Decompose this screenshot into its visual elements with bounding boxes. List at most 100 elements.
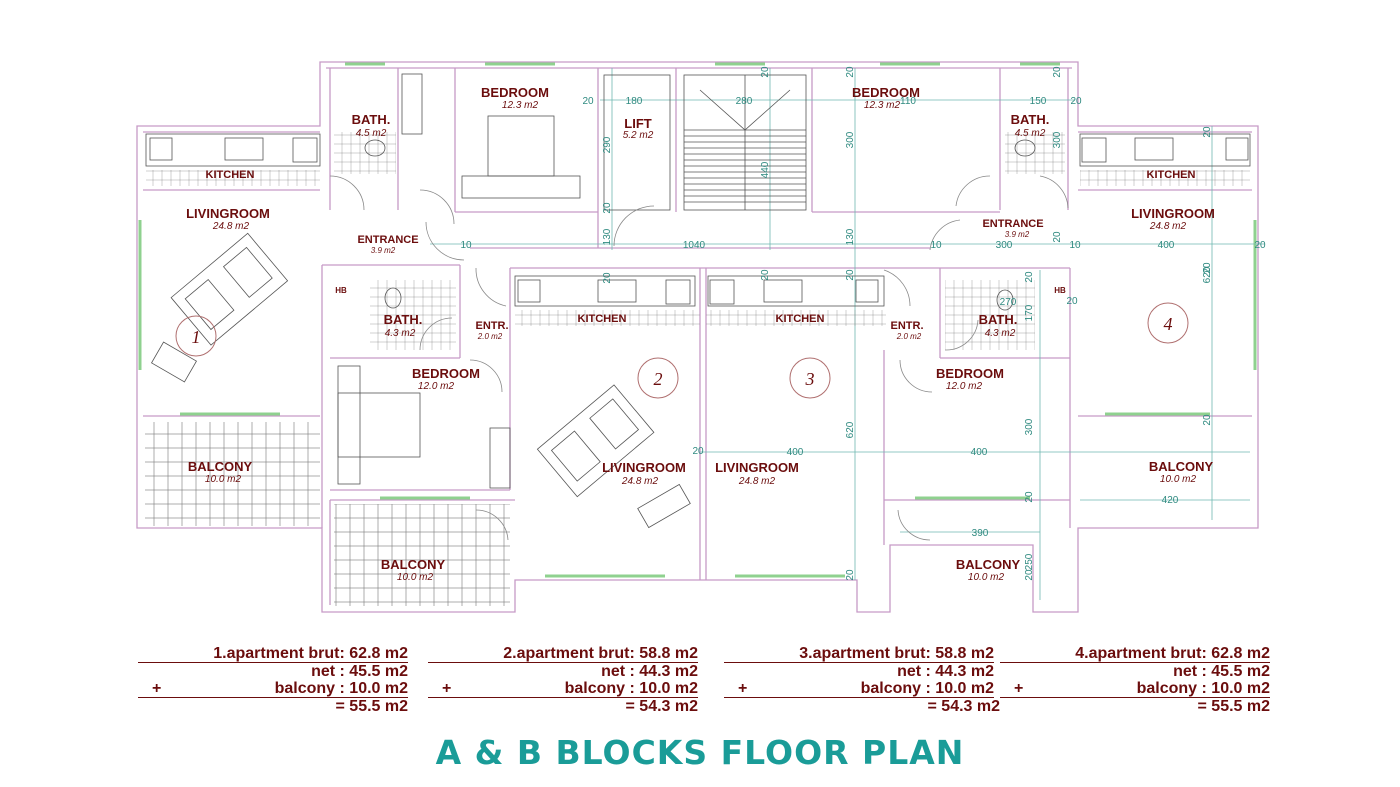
summary-net: net : 44.3 m2 (897, 663, 994, 680)
room-area: 12.3 m2 (502, 100, 539, 111)
summary-total: = 55.5 m2 (1197, 698, 1271, 715)
dimension-label: 20 (845, 66, 856, 78)
dimension-label: 20 (582, 96, 594, 107)
room-area: 12.0 m2 (418, 381, 455, 392)
apartment-number-4: 4 (1164, 314, 1173, 334)
dimension-label: 20 (1066, 296, 1078, 307)
summary-brut: 1.apartment brut: 62.8 m2 (138, 645, 408, 663)
room-name: BATH. (352, 112, 391, 127)
dimension-label: 10 (1069, 240, 1081, 251)
summary-net: net : 45.5 m2 (1173, 663, 1270, 680)
room-name: KITCHEN (776, 313, 825, 325)
room-name: LIVINGROOM (1131, 206, 1215, 221)
room-name: BATH. (384, 312, 423, 327)
dimension-label: 20 (760, 66, 771, 78)
dimension-label: 290 (602, 136, 613, 153)
room-area: 24.8 m2 (1149, 221, 1187, 232)
doors (329, 175, 1069, 541)
dimension-label: 300 (1024, 418, 1035, 435)
dimension-label: 440 (760, 161, 771, 178)
room-name: BALCONY (381, 557, 446, 572)
room-name: ENTR. (476, 320, 509, 332)
room-name: LIVINGROOM (602, 460, 686, 475)
summary-plus: + (442, 680, 452, 697)
apartment-summary-4: 4.apartment brut: 62.8 m2 net : 45.5 m2 … (1000, 645, 1270, 715)
dimension-label: 620 (1202, 266, 1213, 283)
room-name: BALCONY (188, 459, 253, 474)
dimension-label: 20 (1202, 262, 1213, 274)
dimension-label: 20 (1024, 569, 1035, 581)
dimension-label: 110 (900, 96, 916, 107)
room-labels: BEDROOM 12.3 m2 LIFT 5.2 m2 BEDROOM 12.3… (186, 85, 1215, 583)
dimension-label: 20 (692, 446, 704, 457)
dimension-label: 400 (787, 447, 804, 458)
dimension-label: 270 (1000, 297, 1017, 308)
room-name: BEDROOM (936, 366, 1004, 381)
apartment-number-2: 2 (654, 369, 663, 389)
dimension-label: 1040 (683, 240, 706, 251)
dimension-label: 20 (602, 202, 613, 214)
summary-balcony: balcony : 10.0 m2 (564, 680, 698, 697)
dimension-label: 10 (930, 240, 942, 251)
dimension-label: 620 (845, 421, 856, 438)
kitchen-counters (145, 133, 1251, 326)
summary-net: net : 44.3 m2 (601, 663, 698, 680)
room-area: 3.9 m2 (1005, 230, 1030, 239)
dimension-label: 150 (1030, 96, 1047, 107)
room-area: 24.8 m2 (212, 221, 250, 232)
dimension-label: 20 (1202, 414, 1213, 426)
balcony-floors (145, 422, 510, 606)
room-name: ENTR. (891, 320, 924, 332)
dimension-label: 300 (996, 240, 1013, 251)
summary-brut: 2.apartment brut: 58.8 m2 (428, 645, 698, 663)
room-name: BEDROOM (852, 85, 920, 100)
dimension-labels: 180 280 110 150 1040 10 10 10 300 400 40… (460, 66, 1266, 581)
dimension-label: 20 (1070, 96, 1082, 107)
dimension-label: 20 (1202, 126, 1213, 138)
dimension-label: 420 (1162, 495, 1179, 506)
room-area: 10.0 m2 (968, 572, 1005, 583)
room-area: 10.0 m2 (1160, 474, 1197, 485)
summary-net: net : 45.5 m2 (311, 663, 408, 680)
room-area: 12.3 m2 (864, 100, 901, 111)
dimension-label: 390 (972, 528, 989, 539)
room-area: 2.0 m2 (477, 332, 503, 341)
room-area: 10.0 m2 (397, 572, 434, 583)
furniture (150, 115, 691, 529)
dimension-label: 400 (971, 447, 988, 458)
room-name: KITCHEN (578, 313, 627, 325)
apartment-markers: 1 2 3 4 (175, 302, 1189, 399)
dimension-label: 250 (1024, 553, 1035, 570)
summary-total: = 54.3 m2 (927, 698, 1001, 715)
summary-balcony: balcony : 10.0 m2 (1136, 680, 1270, 697)
summary-plus: + (1014, 680, 1024, 697)
apartment-summary-1: 1.apartment brut: 62.8 m2 net : 45.5 m2 … (138, 645, 408, 715)
dimension-label: 20 (1024, 271, 1035, 283)
apartment-summary-2: 2.apartment brut: 58.8 m2 net : 44.3 m2 … (428, 645, 698, 715)
dimension-label: 20 (845, 269, 856, 281)
room-area: 4.5 m2 (1015, 128, 1046, 139)
room-name: ENTRANCE (357, 234, 418, 246)
summary-total: = 55.5 m2 (335, 698, 409, 715)
stairs (683, 74, 807, 211)
room-name: LIVINGROOM (186, 206, 270, 221)
room-area: 12.0 m2 (946, 381, 983, 392)
room-name: LIVINGROOM (715, 460, 799, 475)
room-name: KITCHEN (1147, 169, 1196, 181)
dimension-label: 300 (845, 131, 856, 148)
room-area: 5.2 m2 (623, 130, 654, 141)
dimension-label: 10 (460, 240, 472, 251)
walls (136, 61, 1259, 613)
hb-label: HB (335, 286, 347, 295)
room-name: BATH. (979, 312, 1018, 327)
apartment-summary-3: 3.apartment brut: 58.8 m2 net : 44.3 m2 … (724, 645, 1000, 715)
summary-plus: + (152, 680, 162, 697)
dimension-label: 20 (1254, 240, 1266, 251)
room-name: BEDROOM (412, 366, 480, 381)
apartment-number-1: 1 (192, 327, 201, 347)
dimension-label: 180 (626, 96, 643, 107)
summary-balcony: balcony : 10.0 m2 (274, 680, 408, 697)
room-area: 3.9 m2 (371, 246, 396, 255)
dimension-label: 20 (1052, 66, 1063, 78)
bathroom-floors (334, 73, 1065, 350)
